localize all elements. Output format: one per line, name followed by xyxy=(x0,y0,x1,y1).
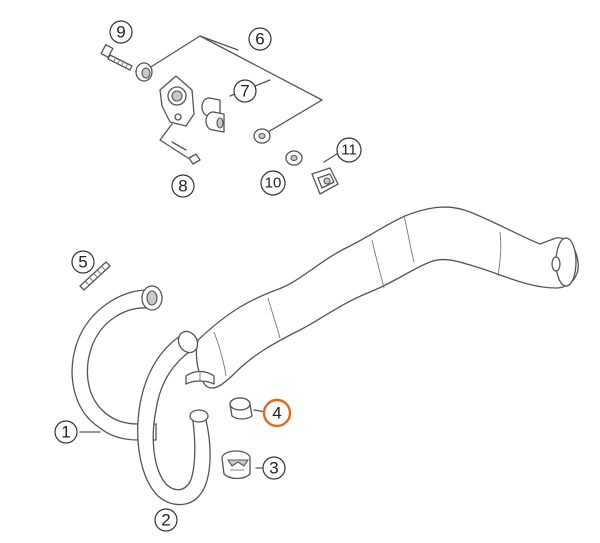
callout-3: 3 xyxy=(262,456,286,480)
callout-3-label: 3 xyxy=(269,459,278,478)
callout-4-highlighted: 4 xyxy=(262,398,292,428)
clamp-3 xyxy=(221,450,251,480)
callout-11: 11 xyxy=(336,137,362,163)
callout-10: 10 xyxy=(260,170,286,196)
sleeve-4 xyxy=(229,397,253,420)
clip-nut-11 xyxy=(311,167,339,195)
callout-7-label: 7 xyxy=(240,82,249,101)
bolt-8 xyxy=(171,141,201,165)
callout-5-label: 5 xyxy=(78,253,87,272)
callout-2: 2 xyxy=(154,508,178,532)
callout-9-label: 9 xyxy=(116,23,125,42)
mid-pipe xyxy=(195,206,579,389)
bracket-plate-6 xyxy=(159,75,195,127)
spring-5 xyxy=(79,261,111,291)
callout-4-label: 4 xyxy=(272,404,281,423)
washer-7 xyxy=(253,128,271,144)
leader-6 xyxy=(145,35,239,71)
callout-7: 7 xyxy=(233,79,257,103)
leader-8 xyxy=(159,123,189,159)
mount-assembly xyxy=(100,35,341,195)
leader-7-upper xyxy=(199,35,323,101)
bolt-9 xyxy=(100,44,133,71)
header-pipe-2 xyxy=(137,330,215,506)
callout-8: 8 xyxy=(171,174,195,198)
grommet xyxy=(135,62,153,82)
callout-5: 5 xyxy=(71,250,95,274)
callout-1: 1 xyxy=(54,420,78,444)
callout-11-label: 11 xyxy=(341,142,357,159)
callout-8-label: 8 xyxy=(178,177,187,196)
callout-1-label: 1 xyxy=(61,423,70,442)
callout-2-label: 2 xyxy=(161,511,170,530)
callout-6: 6 xyxy=(248,27,272,51)
callout-9: 9 xyxy=(109,20,133,44)
callout-6-label: 6 xyxy=(255,30,264,49)
leader-7-lower xyxy=(267,99,323,133)
washer-10 xyxy=(285,150,303,166)
callout-10-label: 10 xyxy=(265,175,282,192)
rubber-bushing xyxy=(201,97,225,133)
